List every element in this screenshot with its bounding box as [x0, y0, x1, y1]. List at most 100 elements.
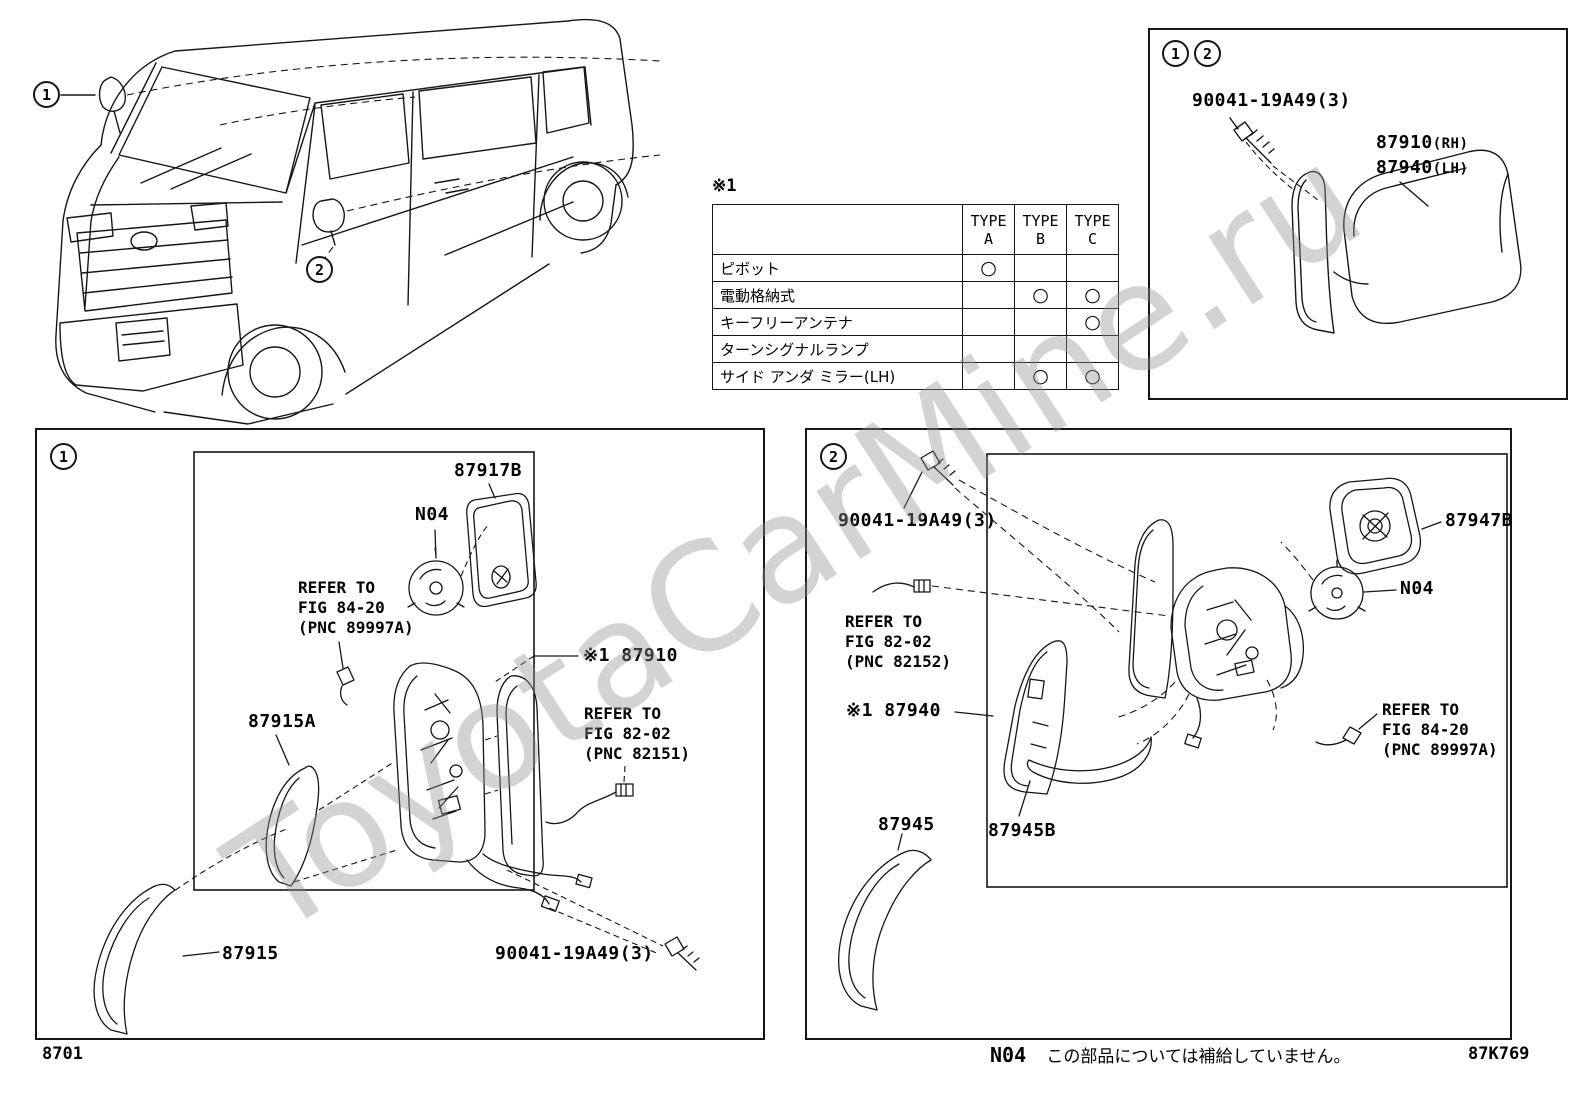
callout-number: 2 [314, 260, 325, 279]
type-word: TYPE [1022, 211, 1059, 230]
part-number-87945B: 87945B [988, 820, 1057, 841]
spec-mark-cell [962, 308, 1015, 336]
refer-line: REFER TO [845, 612, 923, 631]
type-letter: B [1035, 229, 1046, 248]
spec-row: 電動格納式 ○ ○ [712, 281, 1119, 309]
spec-mark-cell [962, 281, 1015, 309]
spec-mark-cell: ○ [1066, 281, 1119, 309]
spec-mark-cell: ○ [1066, 362, 1119, 390]
spec-mark-cell [1014, 254, 1067, 282]
spec-mark-cell: ○ [962, 254, 1015, 282]
part-number-87947B: 87947B [1445, 510, 1514, 531]
actuator-shape [408, 560, 464, 616]
spec-row: ターンシグナルランプ [712, 335, 1119, 363]
screw-shape [920, 450, 941, 471]
part-number-87915: 87915 [222, 943, 279, 964]
refer-line: (PNC 82152) [845, 652, 951, 671]
type-word: TYPE [970, 211, 1007, 230]
figure-code: 87K769 [1468, 1044, 1530, 1064]
part-number-87910: ※1 87910 [583, 645, 678, 666]
footer-note-text: この部品については補給していません。 [1046, 1047, 1351, 1067]
refer-note-fig84-20: REFER TO FIG 84-20 (PNC 89997A) [1382, 700, 1498, 760]
spec-row: ピボット ○ [712, 254, 1119, 282]
part-side: (LH) [1432, 161, 1469, 177]
outer-cover-shape [93, 883, 176, 1035]
box1-exploded-art [93, 451, 700, 1035]
detail-box-1: 1 87917B N04 REFER TO FIG 84-20 (PNC 899… [35, 428, 765, 1040]
refer-line: REFER TO [298, 578, 376, 597]
mirror-housing-shape [1170, 567, 1292, 701]
spec-mark-cell: ○ [1066, 308, 1119, 336]
overview-callout-2: 2 [1194, 40, 1221, 67]
spec-row-label: ピボット [712, 254, 963, 282]
sail-cover-shape [1003, 640, 1068, 795]
mirror-part-number-lh: 87940(LH) [1376, 157, 1468, 178]
spec-row-label: ターンシグナルランプ [712, 335, 963, 363]
mirror-glass-shape [1329, 477, 1422, 575]
refer-note-fig82-02: REFER TO FIG 82-02 (PNC 82151) [584, 704, 690, 764]
spec-mark-cell: ○ [1014, 281, 1067, 309]
box2-callout: 2 [820, 443, 847, 470]
refer-note-fig82-02: REFER TO FIG 82-02 (PNC 82152) [845, 612, 951, 672]
part-number-87915A: 87915A [248, 711, 317, 732]
mirror-part-number-rh: 87910(RH) [1376, 132, 1468, 153]
footer-note: N04 この部品については補給していません。 [990, 1042, 1351, 1067]
spec-mark-cell [962, 362, 1015, 390]
page-number: 8701 [42, 1044, 83, 1064]
spec-row-label: サイド アンダ ミラー(LH) [712, 362, 963, 390]
spec-mark-cell [1014, 308, 1067, 336]
mirror-glass-shape [466, 492, 537, 608]
callout-number: 1 [58, 447, 69, 466]
spec-row: キーフリーアンテナ ○ [712, 308, 1119, 336]
outer-cover-shape [838, 849, 932, 1011]
refer-line: (PNC 89997A) [1382, 740, 1498, 759]
refer-line: FIG 82-02 [845, 632, 932, 651]
table-ref-mark: ※1 [712, 176, 737, 196]
detail-box-2: 2 90041-19A49(3) 87947B N04 REFER TO FIG… [805, 428, 1514, 1040]
part-code-n04: N04 [415, 504, 450, 525]
spec-row-label: キーフリーアンテナ [712, 308, 963, 336]
mirror-housing-shape [393, 662, 486, 863]
van-callout-1: 1 [33, 81, 60, 108]
signal-cover-shape [1026, 736, 1152, 784]
overview-box: 1 2 90041-19A49(3) 87910(RH) 87940(LH) [1148, 28, 1568, 400]
type-letter: C [1087, 229, 1098, 248]
bolt-part-number: 90041-19A49(3) [1192, 90, 1351, 111]
refer-line: (PNC 82151) [584, 744, 690, 763]
spec-mark-cell [1066, 254, 1119, 282]
footer-note-code: N04 [990, 1043, 1027, 1067]
visor-shape [1128, 519, 1174, 699]
bolt-part-number: 90041-19A49(3) [495, 943, 654, 964]
part-number-87917B: 87917B [454, 460, 523, 481]
inner-frame [193, 451, 535, 891]
bolt-part-number: 90041-19A49(3) [838, 510, 997, 531]
van-callout-2: 2 [306, 256, 333, 283]
callout-number: 1 [1170, 44, 1181, 63]
refer-note-fig84-20: REFER TO FIG 84-20 (PNC 89997A) [298, 578, 414, 638]
callout-number: 1 [41, 85, 52, 104]
base-cover-shape [265, 765, 320, 887]
spec-header-empty [712, 204, 963, 255]
mirror-overview-art [1229, 117, 1522, 334]
part-number-87940: ※1 87940 [846, 700, 941, 721]
part-number: 87940 [1376, 157, 1433, 178]
part-number-87945: 87945 [878, 814, 935, 835]
callout-number: 2 [1202, 44, 1213, 63]
refer-line: REFER TO [584, 704, 662, 723]
spec-row: サイド アンダ ミラー(LH) ○ ○ [712, 362, 1119, 390]
screw-shape [664, 936, 685, 957]
spec-mark-cell [1066, 335, 1119, 363]
overview-callout-1: 1 [1162, 40, 1189, 67]
spec-mark-cell [1014, 335, 1067, 363]
refer-line: (PNC 89997A) [298, 618, 414, 637]
spec-mark-cell [962, 335, 1015, 363]
part-side: (RH) [1432, 136, 1469, 152]
spec-mark-cell: ○ [1014, 362, 1067, 390]
refer-line: REFER TO [1382, 700, 1460, 719]
box1-callout: 1 [50, 443, 77, 470]
